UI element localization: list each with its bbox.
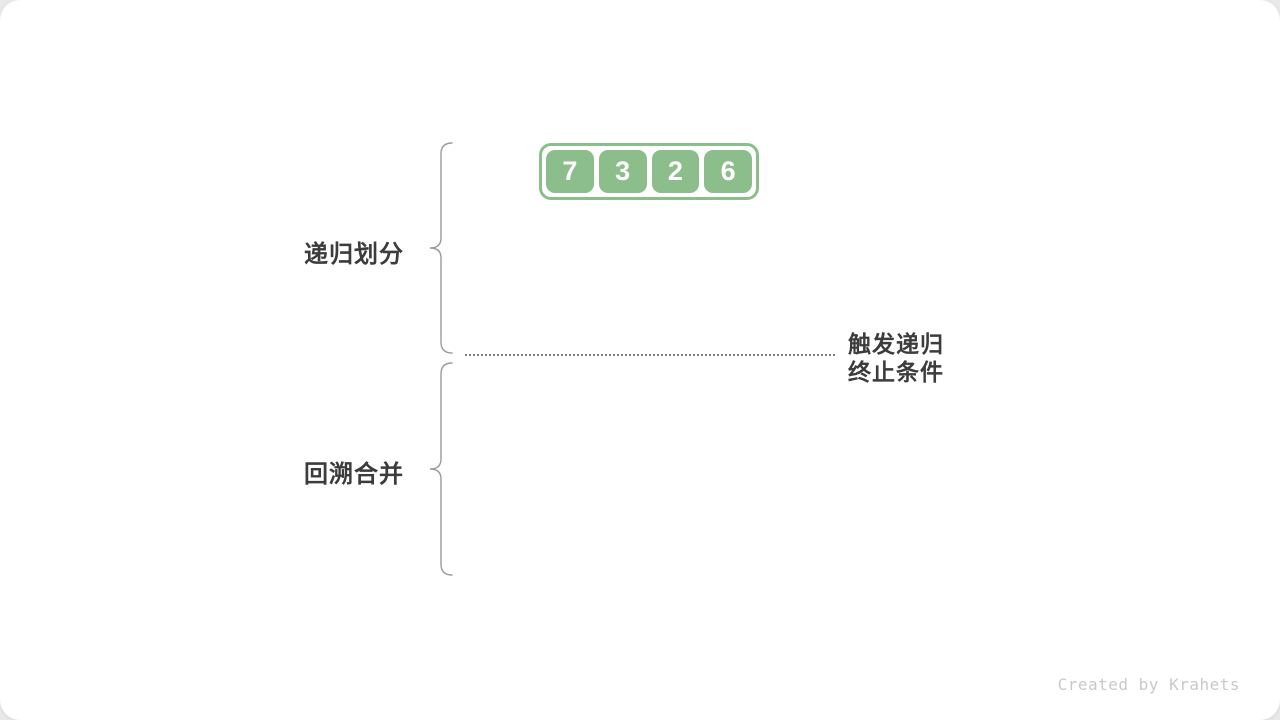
- array-cell: 2: [651, 150, 700, 193]
- merge-brace: [427, 362, 453, 576]
- terminate-dotted-line: [465, 354, 835, 356]
- array-cell: 7: [546, 150, 594, 193]
- terminate-condition-label: 触发递归 终止条件: [848, 330, 944, 386]
- terminate-condition-line1: 触发递归: [848, 331, 944, 357]
- array-container: 7 3 2 6: [539, 143, 759, 200]
- divide-phase-label: 递归划分: [304, 241, 404, 268]
- merge-phase-label: 回溯合并: [304, 461, 404, 488]
- footer-credit: Created by Krahets: [1057, 675, 1240, 694]
- terminate-condition-line2: 终止条件: [848, 359, 944, 385]
- array-cell: 3: [598, 150, 647, 193]
- divide-brace: [427, 142, 453, 354]
- array-cell: 6: [704, 150, 752, 193]
